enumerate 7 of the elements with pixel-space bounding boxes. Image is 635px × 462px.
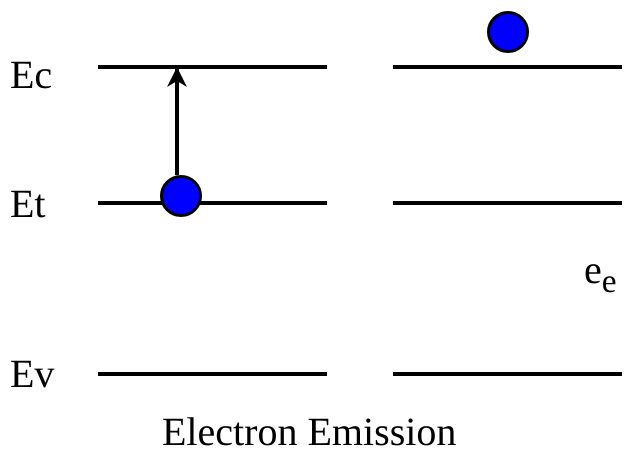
level-label: Ec (10, 53, 52, 97)
arrow (167, 67, 187, 175)
electron-circle (487, 11, 529, 53)
level-label: Et (10, 182, 46, 226)
caption-text: Electron Emission (162, 410, 456, 454)
emission-rate-symbol: e$_{e}$ (584, 248, 617, 302)
level-label: Ev (10, 352, 54, 396)
